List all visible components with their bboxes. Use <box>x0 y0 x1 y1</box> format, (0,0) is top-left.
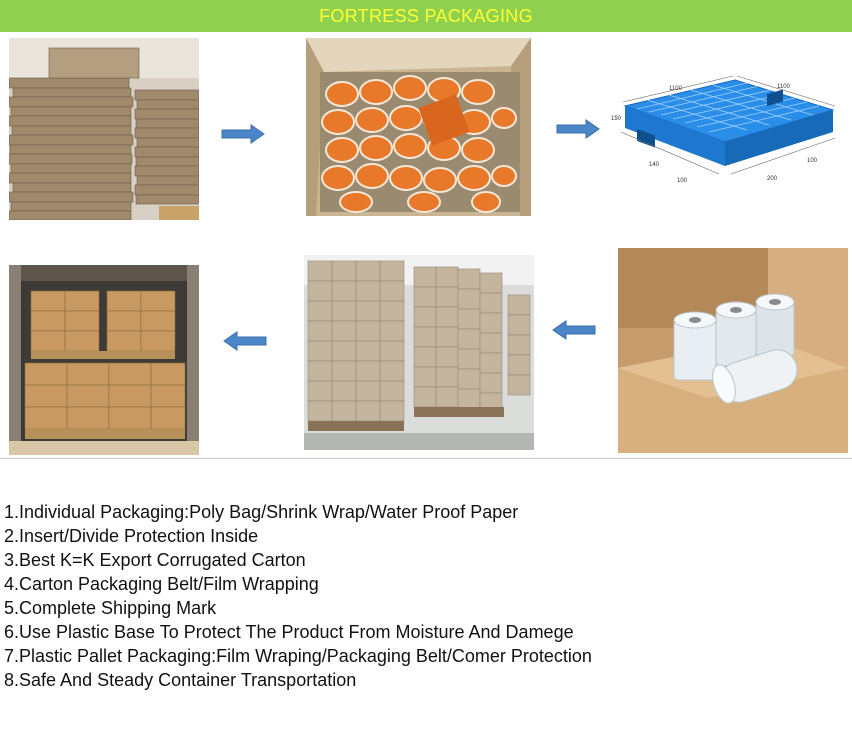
arrow-right-1-icon <box>221 124 265 144</box>
carton-packed-products-photo <box>306 38 531 216</box>
pallet-dim-label: 1100 <box>777 84 791 90</box>
banner-title: FORTRESS PACKAGING <box>319 6 533 26</box>
arrow-left-2-icon <box>552 320 596 340</box>
stretch-film-photo <box>618 248 848 453</box>
pallet-dim-label: 140 <box>649 162 660 168</box>
section-divider <box>0 458 852 459</box>
arrow-right-2-icon <box>556 119 600 139</box>
pallet-dim-label: 1100 <box>669 86 683 92</box>
packaging-steps-list: 1.Individual Packaging:Poly Bag/Shrink W… <box>4 500 592 692</box>
list-item: 2.Insert/Divide Protection Inside <box>4 526 259 546</box>
list-item: 1.Individual Packaging:Poly Bag/Shrink W… <box>4 502 519 522</box>
pallet-dim-label: 150 <box>611 116 622 122</box>
pallet-dim-label: 100 <box>807 158 818 164</box>
list-item: 5.Complete Shipping Mark <box>4 598 217 618</box>
container-loading-photo <box>9 265 199 455</box>
arrow-left-1-icon <box>223 331 267 351</box>
pallet-dim-label: 200 <box>767 176 778 182</box>
wrapped-pallets-photo <box>304 255 534 450</box>
list-item: 3.Best K=K Export Corrugated Carton <box>4 550 306 570</box>
list-item: 8.Safe And Steady Container Transportati… <box>4 670 357 690</box>
list-item: 7.Plastic Pallet Packaging:Film Wraping/… <box>4 646 592 666</box>
flat-cartons-photo <box>9 38 199 220</box>
plastic-pallet-photo: 1100 1100 150 140 100 200 100 <box>607 70 842 215</box>
list-item: 6.Use Plastic Base To Protect The Produc… <box>4 622 574 642</box>
pallet-dim-label: 100 <box>677 178 688 184</box>
list-item: 4.Carton Packaging Belt/Film Wrapping <box>4 574 319 594</box>
page-banner: FORTRESS PACKAGING <box>0 0 852 32</box>
